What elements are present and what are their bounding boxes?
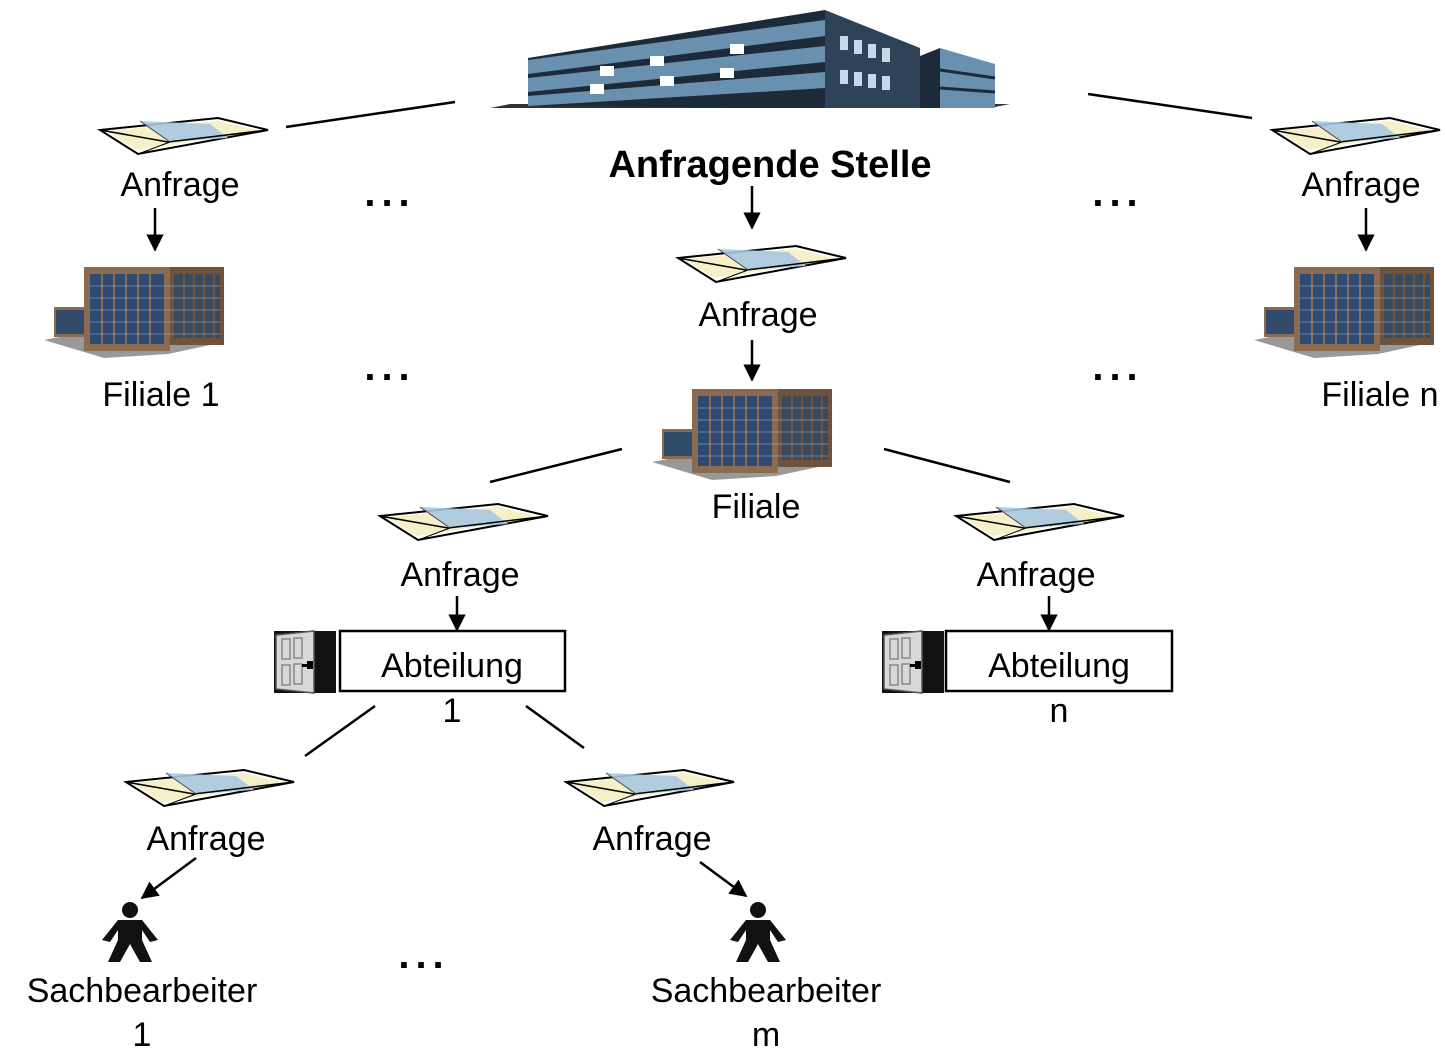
branch-n-label: Filiale n — [1321, 376, 1438, 414]
envelope-icon — [955, 503, 1125, 541]
department-n-box — [944, 629, 1174, 693]
clerk-m-index: m — [752, 1016, 780, 1050]
request-label: Anfrage — [120, 166, 239, 204]
person-icon — [730, 902, 786, 962]
connector-branch-right — [883, 447, 1011, 484]
clerk-1-label: Sachbearbeiter — [27, 972, 258, 1010]
person-icon — [102, 902, 158, 962]
door-icon — [273, 630, 337, 694]
clerk-1-index: 1 — [133, 1016, 152, 1050]
connector-branch-left — [489, 447, 623, 484]
ellipsis: ... — [364, 345, 415, 389]
connector-dept-left — [304, 704, 376, 758]
branch-1-label: Filiale 1 — [102, 376, 219, 414]
request-label: Anfrage — [976, 556, 1095, 594]
clerk-m-label: Sachbearbeiter — [651, 972, 882, 1010]
branch-1-building-icon — [43, 266, 225, 359]
connector-dept-right — [525, 704, 585, 750]
envelope-icon — [1271, 117, 1441, 155]
ellipsis: ... — [1092, 171, 1143, 215]
department-1-index: 1 — [443, 692, 462, 730]
branch-label: Filiale — [712, 488, 801, 526]
arrow-to-clerk-m — [699, 860, 748, 898]
request-label: Anfrage — [592, 820, 711, 858]
department-n-label: Abteilung — [988, 647, 1130, 685]
branch-building-icon — [651, 388, 833, 481]
request-label: Anfrage — [146, 820, 265, 858]
envelope-icon — [99, 117, 269, 155]
envelope-icon — [565, 769, 735, 807]
ellipsis: ... — [364, 171, 415, 215]
arrow-to-clerk-1 — [140, 856, 197, 900]
branch-n-building-icon — [1253, 266, 1435, 359]
envelope-icon — [125, 769, 295, 807]
headquarters-building-icon — [490, 10, 1010, 108]
connector-hq-right — [1087, 92, 1253, 120]
connector-hq-left — [285, 100, 456, 129]
headquarters-label: Anfragende Stelle — [608, 144, 931, 186]
request-label: Anfrage — [400, 556, 519, 594]
ellipsis: ... — [1092, 345, 1143, 389]
envelope-icon — [379, 503, 549, 541]
door-icon — [881, 630, 945, 694]
request-label: Anfrage — [698, 296, 817, 334]
request-label: Anfrage — [1301, 166, 1420, 204]
ellipsis: ... — [398, 933, 449, 977]
department-n-index: n — [1050, 692, 1069, 730]
department-1-label: Abteilung — [381, 647, 523, 685]
envelope-icon — [677, 245, 847, 283]
department-1-box — [338, 629, 567, 693]
